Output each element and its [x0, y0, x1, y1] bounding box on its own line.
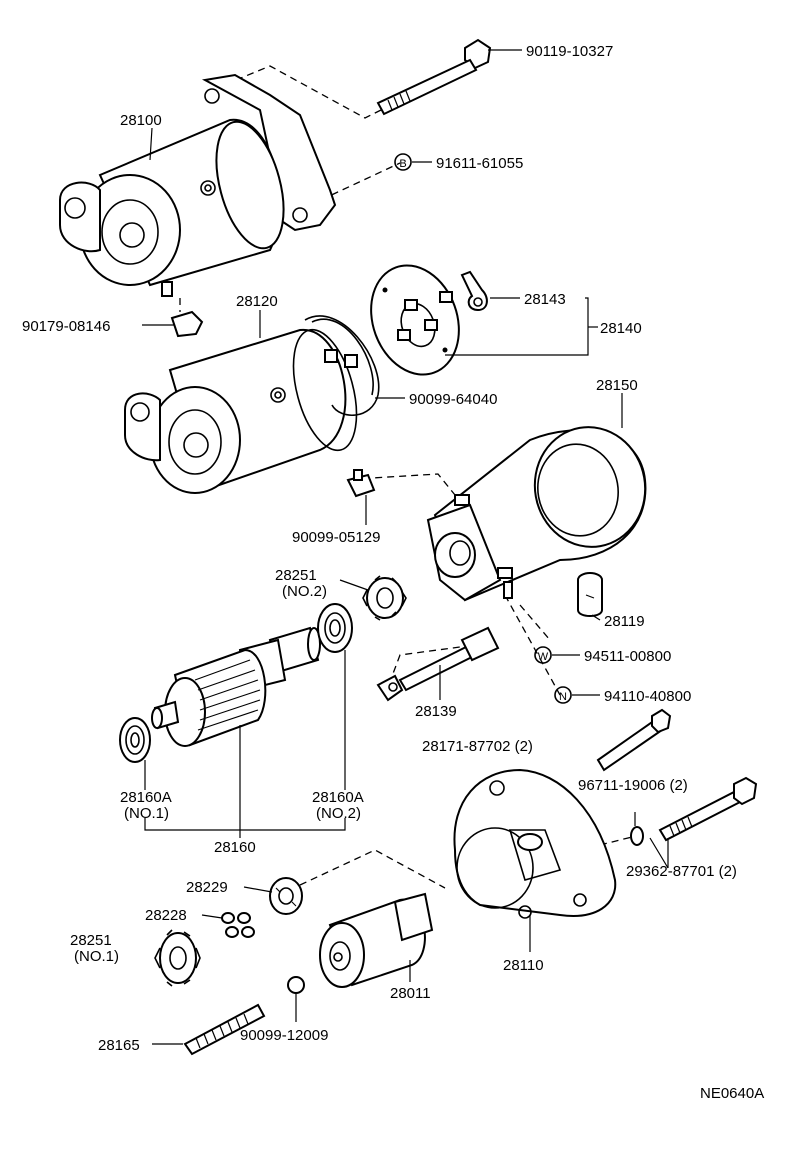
label-28120: 28120 — [236, 293, 278, 310]
part-28171-bolt — [596, 708, 672, 772]
label-28160a-no1: 28160A — [120, 789, 172, 806]
marker-n: N — [554, 686, 572, 704]
label-28160: 28160 — [214, 839, 256, 856]
marker-n-text: N — [559, 691, 567, 703]
part-28139-lead-wire — [376, 626, 500, 702]
leader-lines — [142, 49, 669, 1045]
label-90119: 90119-10327 — [526, 43, 613, 60]
label-28140: 28140 — [600, 320, 642, 337]
part-28120-yoke — [124, 328, 358, 494]
part-28160a-no1-bearing — [119, 717, 151, 763]
label-28251-no1-sub: (NO.1) — [74, 948, 119, 965]
part-28011-clutch — [319, 892, 434, 988]
part-28150-drive-housing — [426, 426, 647, 602]
part-28160a-no2-bearing — [317, 603, 353, 653]
diagram-code: NE0640A — [700, 1085, 764, 1102]
label-91611: 91611-61055 — [436, 155, 523, 172]
label-94110: 94110-40800 — [604, 688, 691, 705]
label-28143: 28143 — [524, 291, 566, 308]
part-90179-nut — [170, 310, 204, 338]
label-28160a-no1-sub: (NO.1) — [124, 805, 169, 822]
label-28150: 28150 — [596, 377, 638, 394]
part-90099-05129-clip — [346, 469, 376, 498]
part-96711-o-ring — [630, 826, 644, 846]
part-28110-starter-housing — [453, 768, 617, 919]
label-28228: 28228 — [145, 907, 187, 924]
label-90099-64040: 90099-64040 — [409, 391, 497, 408]
label-28251-no2-sub: (NO.2) — [282, 583, 327, 600]
label-28229: 28229 — [186, 879, 228, 896]
part-90099-12009-ball — [287, 976, 305, 994]
label-28119: 28119 — [604, 613, 645, 630]
part-28251-no1-gear — [154, 929, 201, 987]
part-28165-spring — [183, 1003, 266, 1056]
label-28160a-no2: 28160A — [312, 789, 364, 806]
label-28160a-no2-sub: (NO.2) — [316, 805, 361, 822]
part-28251-no2-gear — [362, 575, 407, 621]
label-28011: 28011 — [390, 985, 431, 1002]
label-28110: 28110 — [503, 957, 544, 974]
part-29362-bolt — [658, 776, 758, 842]
label-28139: 28139 — [415, 703, 457, 720]
label-28251-no1: 28251 — [70, 932, 112, 949]
label-90099-12009: 90099-12009 — [240, 1027, 328, 1044]
part-28119-plug — [577, 572, 603, 617]
part-90099-64040-o-ring — [304, 315, 380, 417]
part-28160-armature — [151, 626, 321, 747]
label-90179: 90179-08146 — [22, 318, 110, 335]
label-94511: 94511-00800 — [584, 648, 671, 665]
part-90119-through-bolt — [376, 38, 492, 116]
marker-w-text: W — [538, 651, 549, 663]
part-28100-starter-assembly — [59, 73, 337, 297]
label-96711: 96711-19006 (2) — [578, 777, 688, 794]
part-28143-brush-spring — [460, 270, 488, 312]
marker-b: B — [394, 153, 412, 171]
label-28165: 28165 — [98, 1037, 140, 1054]
label-28251-no2: 28251 — [275, 567, 317, 584]
label-29362: 29362-87701 (2) — [626, 863, 737, 880]
label-28100: 28100 — [120, 112, 162, 129]
part-28228-rollers — [221, 912, 255, 938]
marker-b-text: B — [399, 158, 406, 170]
part-labels: 90119-10327 91611-61055 28100 90179-0814… — [22, 43, 764, 1102]
part-28140-brush-holder — [370, 264, 460, 376]
marker-w: W — [534, 646, 552, 664]
label-28171: 28171-87702 (2) — [422, 738, 533, 755]
label-90099-05129: 90099-05129 — [292, 529, 380, 546]
part-28229-retainer — [269, 877, 303, 915]
